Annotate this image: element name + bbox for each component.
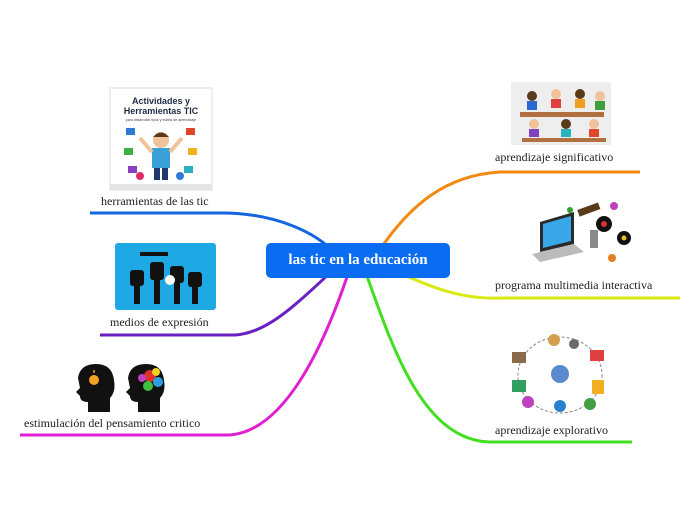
- connector-significativo: [370, 170, 640, 263]
- branch-label-multimedia[interactable]: programa multimedia interactiva: [495, 278, 653, 292]
- branch-label-estimulacion[interactable]: estimulación del pensamiento critico: [24, 416, 201, 430]
- poster-title-line1: Actividades y: [132, 96, 190, 106]
- poster-title-line2: Herramientas TIC: [124, 106, 199, 116]
- connector-estimulacion: [20, 261, 354, 437]
- raised-fists-media-icon: [115, 243, 216, 310]
- poster-subtitle: para desarrollar tipos y estilos de apre…: [126, 118, 196, 122]
- central-topic-node[interactable]: las tic en la educación: [266, 243, 450, 278]
- branch-label-herramientas[interactable]: herramientas de las tic: [101, 194, 209, 208]
- thinking-heads-icon: [76, 364, 165, 412]
- central-topic-title: las tic en la educación: [288, 252, 428, 268]
- multimedia-laptop-icon: [532, 202, 631, 262]
- connector-explorativo: [360, 261, 632, 444]
- branch-label-medios[interactable]: medios de expresión: [110, 315, 209, 329]
- branch-label-explorativo[interactable]: aprendizaje explorativo: [495, 423, 608, 437]
- activities-tools-tic-poster: Actividades y Herramientas TIC para desa…: [109, 87, 213, 191]
- branch-label-significativo[interactable]: aprendizaje significativo: [495, 150, 614, 164]
- classroom-students-icon: [511, 82, 611, 145]
- exploration-network-icon: [512, 334, 604, 414]
